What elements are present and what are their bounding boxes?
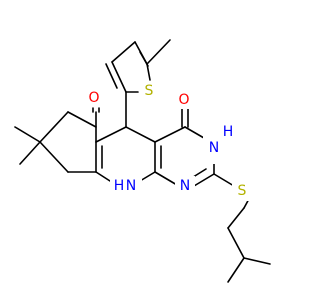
bond [154, 171, 178, 186]
atom-nitrogen-nh-bridge: N H [110, 174, 142, 200]
bond [146, 63, 151, 81]
bond [243, 257, 271, 265]
bond [95, 171, 111, 182]
atom-hydrogen-label: H [223, 124, 234, 140]
atom-label: N [209, 140, 219, 156]
bond [227, 257, 245, 283]
atom-label: N [126, 178, 136, 194]
bond [67, 111, 97, 128]
atom-label: N [180, 178, 190, 194]
bond [125, 126, 156, 143]
atom-nitrogen-pyrimidine: N [175, 176, 195, 196]
bond [19, 141, 41, 165]
bond [146, 39, 171, 65]
bond [184, 126, 205, 139]
bond [14, 126, 41, 143]
bond [111, 61, 127, 93]
atom-sulfur-thiophene: S [139, 81, 159, 101]
atom-sulfur-thioether: S [232, 181, 252, 201]
atom-label: O [88, 90, 99, 106]
bond [95, 126, 127, 143]
atom-oxygen-pyrimidinone: O [174, 91, 194, 109]
atom-layer: O O S S N H N N [84, 81, 252, 201]
atom-oxygen-ketone: O [84, 89, 104, 107]
bond-layer [14, 39, 271, 283]
bond [154, 126, 186, 143]
bond [213, 173, 235, 187]
bond [193, 173, 215, 187]
atom-hydrogen-label: H [114, 178, 125, 194]
bond [227, 207, 245, 229]
atom-label: O [178, 92, 189, 108]
molecule-structure: O O S S N H N N [14, 39, 271, 283]
bond [39, 141, 69, 173]
bond [39, 111, 69, 143]
bond [105, 63, 118, 89]
bond [111, 41, 136, 63]
bond [227, 227, 245, 259]
atom-label: S [145, 83, 154, 99]
atom-label: S [238, 183, 247, 199]
bond [139, 171, 156, 182]
atom-nitrogen-nh-pyrimidine: N H [203, 124, 237, 164]
